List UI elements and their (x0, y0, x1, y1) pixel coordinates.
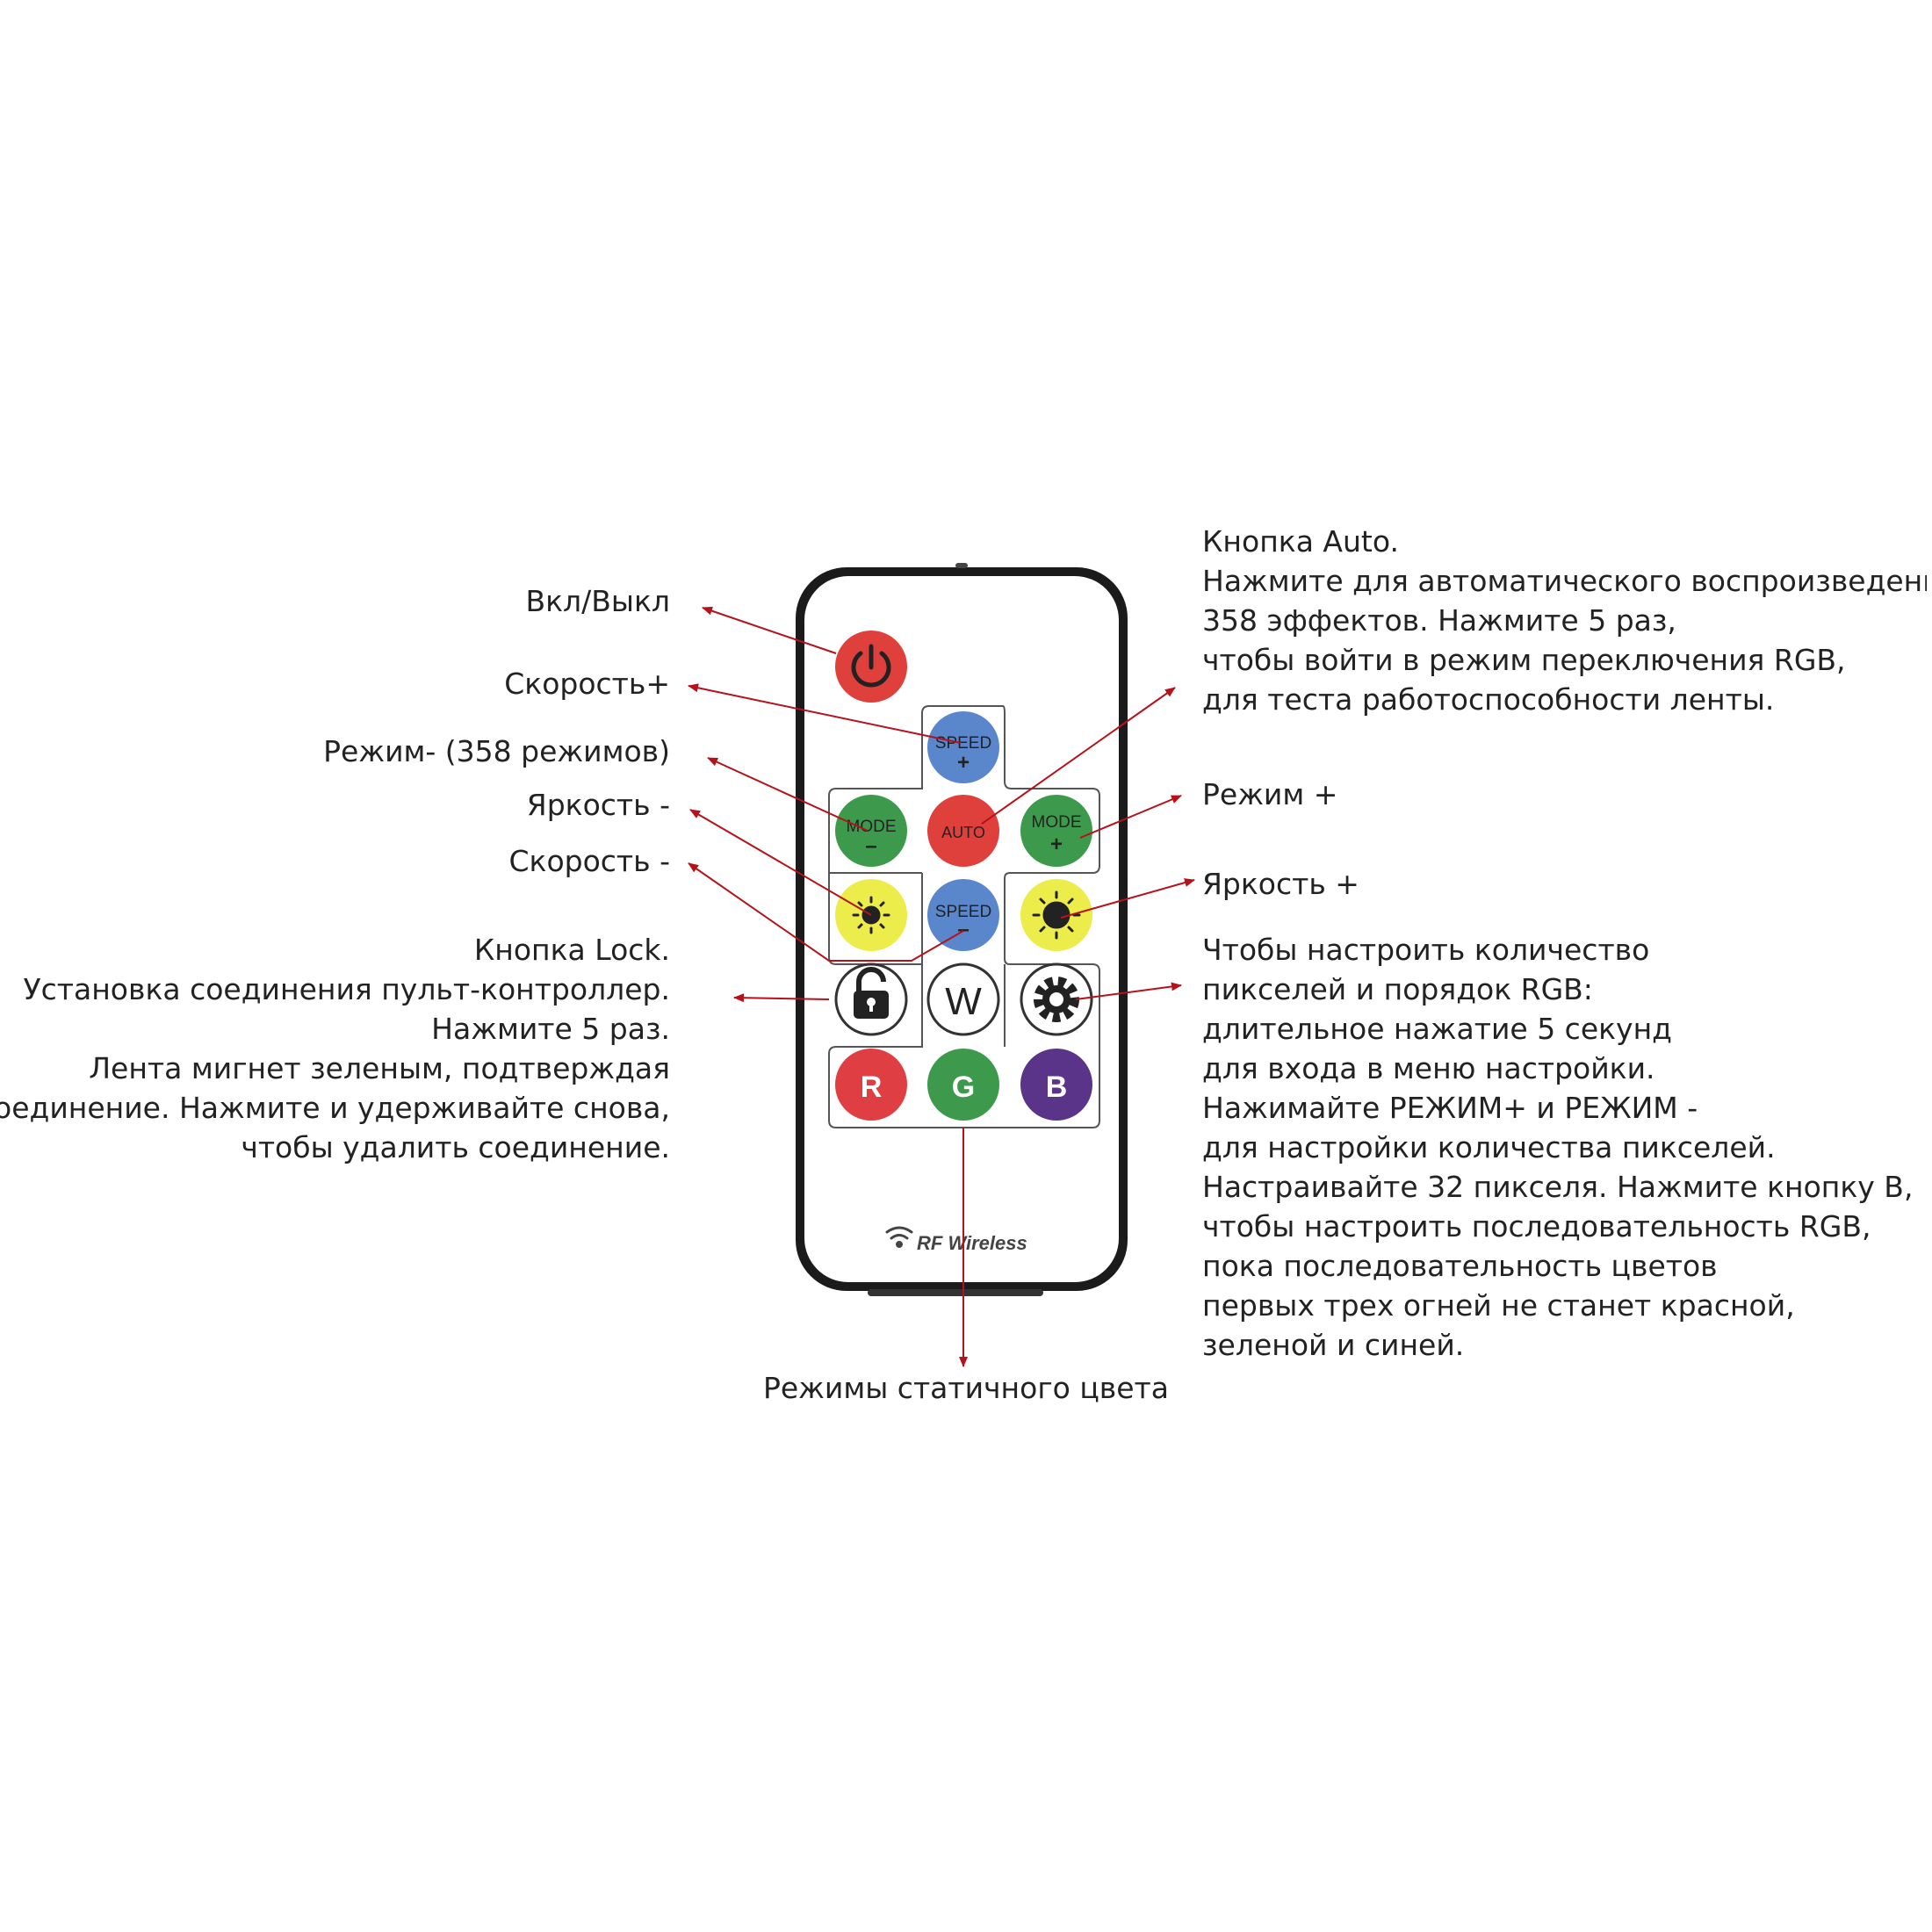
label-settings-line: пока последовательность цветов (1202, 1249, 1718, 1283)
label-lock-line: соединение. Нажмите и удерживайте снова, (0, 1091, 670, 1125)
mode-plus-sign: + (1050, 833, 1063, 856)
mode-minus-button[interactable]: MODE – (835, 795, 907, 867)
wifi-icon (885, 1226, 913, 1248)
label-auto-line: Кнопка Auto. (1202, 524, 1399, 559)
label-lock-line: чтобы удалить соединение. (241, 1130, 670, 1164)
brand-logo: RF Wireless (885, 1226, 1027, 1254)
speed-plus-button[interactable]: SPEED + (927, 711, 999, 783)
blue-text: B (1046, 1071, 1068, 1104)
label-auto-line: Нажмите для автоматического воспроизведе… (1202, 564, 1927, 598)
power-button[interactable] (835, 631, 907, 703)
gear-icon (1034, 977, 1079, 1022)
arrow-power (702, 606, 837, 654)
sun-dim-icon (852, 896, 890, 934)
arrow-lock (733, 993, 830, 1003)
lock-icon (854, 967, 889, 1019)
label-settings-line: Нажимайте РЕЖИМ+ и РЕЖИМ - (1202, 1091, 1698, 1125)
label-settings-line: Настраивайте 32 пикселя. Нажмите кнопку … (1202, 1170, 1914, 1204)
label-mode-plus: Режим + (1202, 777, 1338, 811)
white-button[interactable]: W (926, 962, 1000, 1036)
label-lock-line: Кнопка Lock. (473, 933, 670, 967)
label-auto-line: для теста работоспособности ленты. (1202, 682, 1775, 717)
speed-plus-sign: + (957, 751, 970, 775)
mode-minus-sign: – (865, 834, 876, 858)
white-text: W (945, 980, 982, 1023)
label-lock: Кнопка Lock. Установка соединения пульт-… (0, 930, 670, 1167)
speed-minus-text: SPEED (935, 903, 991, 921)
label-auto-line: чтобы войти в режим переключения RGB, (1202, 643, 1846, 677)
arrow-mode-plus (1079, 795, 1182, 839)
label-settings-line: Чтобы настроить количество (1202, 933, 1650, 967)
red-button[interactable]: R (835, 1049, 907, 1121)
label-static-colors-text: Режимы статичного цвета (762, 1371, 1170, 1405)
mode-plus-text: MODE (1032, 813, 1082, 832)
label-lock-line: Лента мигнет зеленым, подтверждая (89, 1051, 670, 1085)
brand-text: RF Wireless (917, 1232, 1027, 1254)
label-power: Вкл/Выкл (525, 584, 670, 618)
label-settings: Чтобы настроить количество пикселей и по… (1202, 930, 1927, 1365)
arrow-speed-minus (688, 862, 964, 962)
label-mode-minus: Режим- (358 режимов) (323, 734, 670, 768)
arrow-bright-plus (1060, 878, 1195, 919)
auto-text: AUTO (941, 824, 985, 841)
label-settings-line: длительное нажатие 5 секунд (1202, 1012, 1672, 1046)
callout-arrows (688, 606, 1195, 1367)
brightness-plus-button[interactable] (1020, 879, 1092, 951)
lock-button[interactable] (834, 962, 908, 1036)
label-settings-line: чтобы настроить последовательность RGB, (1202, 1209, 1871, 1244)
arrow-mode-minus (707, 757, 869, 832)
label-speed-minus: Скорость - (508, 844, 670, 878)
arrow-bright-minus (689, 809, 872, 916)
label-speed-plus: Скорость+ (504, 667, 670, 701)
arrow-settings (1075, 982, 1182, 1000)
label-brightness-minus: Яркость - (526, 788, 670, 822)
mode-minus-text: MODE (847, 818, 897, 836)
label-settings-line: для входа в меню настройки. (1202, 1051, 1655, 1085)
label-auto-line: 358 эффектов. Нажмите 5 раз, (1202, 603, 1676, 638)
speed-minus-button[interactable]: SPEED – (927, 879, 999, 951)
settings-button[interactable] (1020, 962, 1093, 1036)
label-settings-line: пикселей и порядок RGB: (1202, 972, 1593, 1006)
red-text: R (861, 1071, 883, 1104)
speed-plus-text: SPEED (935, 734, 991, 753)
speed-minus-sign: – (957, 918, 969, 941)
arrow-speed-plus (688, 683, 962, 744)
label-lock-line: Установка соединения пульт-контроллер. (23, 972, 670, 1006)
label-settings-line: для настройки количества пикселей. (1202, 1130, 1776, 1164)
label-auto: Кнопка Auto. Нажмите для автоматического… (1202, 522, 1927, 719)
auto-button[interactable]: AUTO (927, 795, 999, 867)
power-icon (851, 644, 891, 688)
arrow-auto (981, 687, 1176, 825)
label-lock-line: Нажмите 5 раз. (431, 1012, 670, 1046)
sun-bright-icon (1032, 890, 1081, 940)
label-settings-line: первых трех огней не станет красной, (1202, 1288, 1795, 1323)
label-settings-line: зеленой и синей. (1202, 1328, 1465, 1362)
mode-plus-button[interactable]: MODE + (1020, 795, 1092, 867)
blue-button[interactable]: B (1020, 1049, 1092, 1121)
label-brightness-plus: Яркость + (1202, 867, 1359, 901)
label-static-colors: Режимы статичного цвета (0, 1368, 1932, 1408)
green-text: G (952, 1071, 975, 1104)
green-button[interactable]: G (927, 1049, 999, 1121)
